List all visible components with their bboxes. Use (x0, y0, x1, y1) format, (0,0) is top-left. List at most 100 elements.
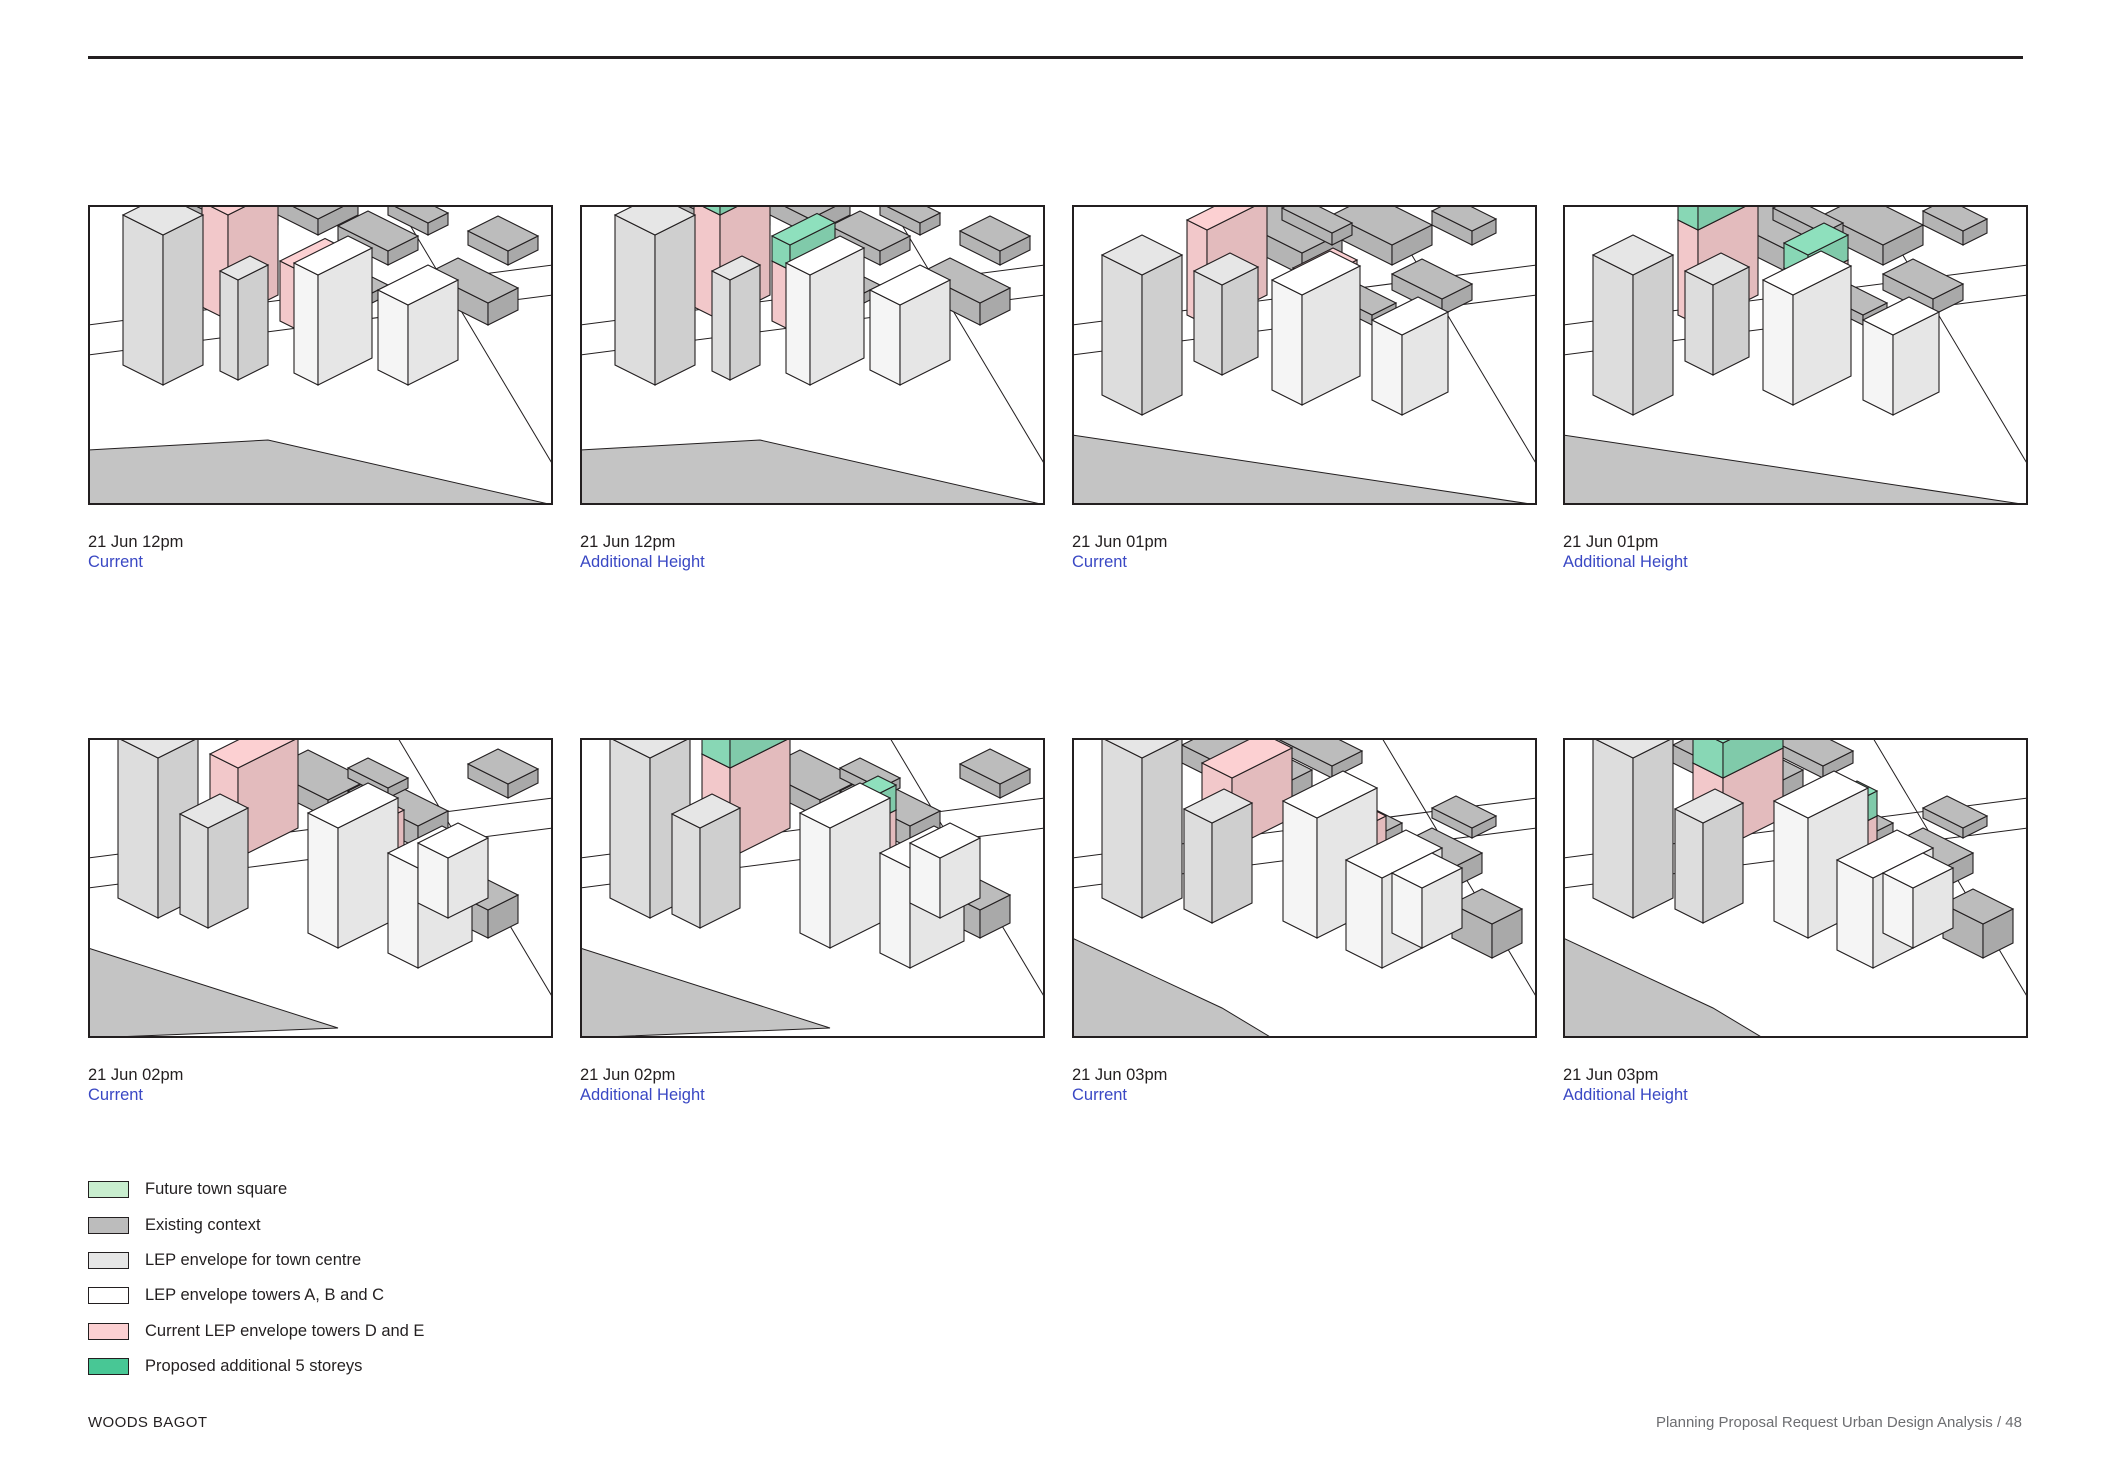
building-top (1591, 738, 1675, 759)
building-top (908, 822, 982, 859)
tower-abc (416, 822, 490, 919)
building-top (1921, 795, 1989, 829)
building-top (1861, 296, 1941, 336)
building-face (293, 262, 319, 386)
building-top (613, 205, 697, 236)
building-face (1632, 738, 1674, 919)
building-top (828, 210, 912, 252)
panel-frame (1563, 738, 2028, 1038)
lep-town-centre-tower (670, 793, 742, 929)
building-face (1862, 319, 1894, 416)
building-face (1632, 254, 1674, 416)
massing-drawing (1563, 205, 2028, 505)
panel-frame (88, 205, 553, 505)
building-face (219, 270, 239, 381)
caption-time: 21 Jun 03pm (1072, 1066, 1168, 1084)
building-face (699, 807, 741, 929)
building-top (1100, 234, 1184, 276)
tower-abc (1370, 296, 1450, 416)
lep-town-centre-tower (613, 205, 697, 386)
footer-page-info: Planning Proposal Request Urban Design A… (1655, 1414, 2022, 1431)
shadow-panel (88, 738, 553, 1038)
legend-swatch (88, 1181, 129, 1199)
lep-town-centre-tower (1100, 234, 1184, 416)
building-face (799, 812, 831, 949)
panel-caption: 21 Jun 12pm Current (88, 532, 183, 572)
building-top (710, 255, 762, 281)
panel-frame (1072, 738, 1537, 1038)
caption-scenario: Additional Height (1563, 1086, 1688, 1104)
ground-shadow (580, 439, 1045, 505)
tower-abc (376, 264, 460, 386)
legend-swatch (88, 1287, 129, 1305)
building-top (1281, 770, 1379, 819)
panel-caption: 21 Jun 12pm Additional Height (580, 532, 705, 572)
ground-shadow (1072, 434, 1537, 505)
building-face (879, 852, 911, 969)
context-building (958, 748, 1032, 799)
building-face (307, 812, 339, 949)
building-top (1430, 205, 1498, 232)
building-top (1673, 788, 1745, 824)
building-face (1722, 738, 1784, 779)
legend-label: Existing context (145, 1215, 261, 1234)
building-face (1221, 266, 1259, 376)
tower-abc (908, 822, 982, 919)
legend-label: LEP envelope towers A, B and C (145, 1286, 385, 1305)
legend-swatch (88, 1216, 129, 1234)
additional-storeys (1692, 738, 1784, 779)
shadow-panel (580, 205, 1045, 505)
building-top (218, 255, 270, 281)
panel-frame (88, 738, 553, 1038)
tower-abc (868, 264, 952, 386)
building-face (1674, 808, 1704, 924)
building-top (416, 822, 490, 859)
massing-drawing (88, 738, 553, 1038)
legend-item: Existing context (88, 1207, 424, 1242)
building-top (292, 235, 374, 276)
shadow-panel (580, 738, 1045, 1038)
building-top (868, 264, 952, 306)
panel-frame (580, 205, 1045, 505)
building-top (466, 748, 540, 785)
lep-town-centre-tower (1192, 252, 1260, 376)
building-face (729, 738, 791, 769)
shadow-panel (88, 205, 553, 505)
building-face (162, 214, 204, 386)
building-top (1270, 250, 1362, 296)
building-top (1200, 738, 1294, 779)
building-top (1185, 205, 1259, 231)
ground-shadow (88, 439, 553, 505)
ground-shadow (1563, 937, 1764, 1038)
panel-caption: 21 Jun 01pm Current (1072, 532, 1167, 572)
building-face (1371, 319, 1403, 416)
lep-town-centre-tower (218, 255, 270, 381)
panel-frame (1563, 205, 2028, 505)
caption-time: 21 Jun 01pm (1563, 533, 1659, 551)
building-top (1192, 252, 1260, 286)
building-top (1390, 852, 1464, 889)
building-face (1345, 859, 1383, 969)
additional-storeys (701, 738, 791, 769)
caption-time: 21 Jun 03pm (1563, 1066, 1659, 1084)
building-top (1683, 252, 1751, 286)
caption-scenario: Current (1072, 553, 1128, 571)
building-top (376, 264, 460, 306)
legend-swatch (88, 1251, 129, 1269)
ground-shadow (1563, 434, 2028, 505)
tower-abc (1861, 296, 1941, 416)
building-face (377, 289, 409, 386)
panel-frame (1072, 205, 1537, 505)
legend-swatch (88, 1358, 129, 1376)
building-top (390, 205, 450, 224)
caption-time: 21 Jun 12pm (580, 533, 676, 551)
building-top (1274, 738, 1364, 767)
building-top (798, 782, 892, 829)
lep-town-centre-tower (178, 793, 250, 929)
context-building (1280, 205, 1354, 246)
building-face (207, 807, 249, 929)
building-face (1211, 802, 1253, 924)
building-face (654, 214, 696, 386)
tower-abc (1761, 250, 1853, 406)
building-face (1141, 738, 1183, 919)
